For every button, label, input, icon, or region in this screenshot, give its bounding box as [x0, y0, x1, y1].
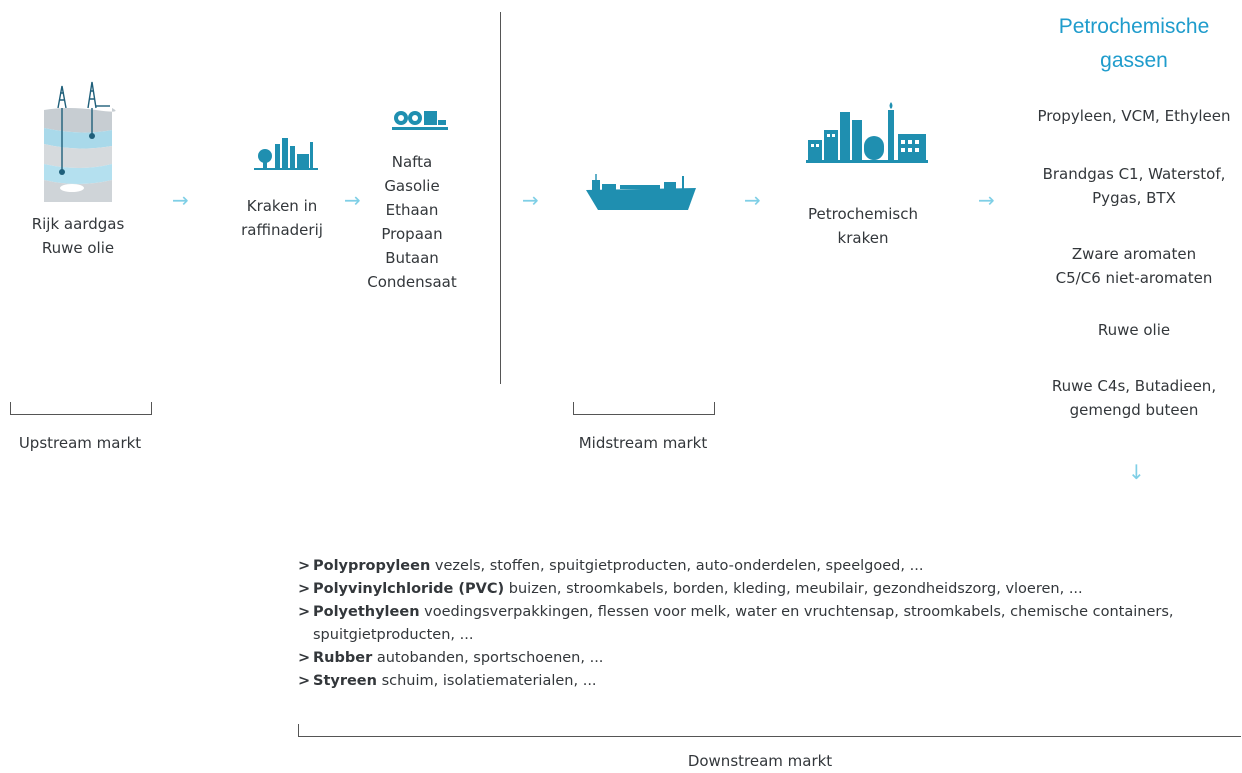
gas-line: C5/C6 niet-aromaten	[1055, 269, 1213, 287]
gas-group: Ruwe C4s, Butadieen, gemengd buteen	[1028, 374, 1240, 422]
flow-arrow-icon: →	[744, 188, 761, 212]
gas-line: Zware aromaten	[1071, 245, 1197, 263]
product-row: >Polyethyleen voedingsverpakkingen, fles…	[298, 601, 1238, 647]
bullet-marker: >	[298, 604, 311, 620]
product-name: Styreen	[313, 673, 377, 689]
product-name: Polypropyleen	[313, 558, 431, 574]
flow-arrow-icon: →	[522, 188, 539, 212]
bullet-marker: >	[298, 673, 311, 689]
source-label: Rijk aardgas Ruwe olie	[0, 212, 156, 260]
bullet-marker: >	[298, 581, 311, 597]
bullet-marker: >	[298, 558, 311, 574]
product-name: Rubber	[313, 650, 373, 666]
upstream-market-label: Upstream markt	[18, 434, 142, 452]
feedstock-item: Nafta	[391, 153, 433, 171]
product-row: >Rubber autobanden, sportschoenen, ...	[298, 647, 1238, 670]
refinery-icon	[254, 134, 318, 170]
feedstock-list: Nafta Gasolie Ethaan Propaan Butaan Cond…	[358, 150, 466, 294]
feedstock-item: Condensaat	[367, 273, 457, 291]
source-line-1: Rijk aardgas	[31, 215, 125, 233]
oil-well-geology-icon	[38, 80, 116, 205]
gas-line: Propyleen, VCM, Ethyleen	[1037, 107, 1231, 125]
feedstock-item: Gasolie	[384, 177, 440, 195]
product-row: >Polyvinylchloride (PVC) buizen, stroomk…	[298, 578, 1238, 601]
gas-line: Ruwe C4s, Butadieen,	[1051, 377, 1217, 395]
cracker-line-2: kraken	[837, 229, 889, 247]
flow-arrow-icon: →	[172, 188, 189, 212]
refinery-label: Kraken in raffinaderij	[226, 194, 338, 242]
gas-group: Propyleen, VCM, Ethyleen	[1028, 104, 1240, 128]
gas-line: gemengd buteen	[1069, 401, 1199, 419]
refinery-line-1: Kraken in	[246, 197, 318, 215]
petrochemical-plant-icon	[806, 100, 928, 164]
cracker-label: Petrochemisch kraken	[788, 202, 938, 250]
product-uses: schuim, isolatiematerialen, ...	[376, 673, 597, 689]
downstream-market-label: Downstream markt	[687, 752, 833, 770]
gas-group: Zware aromaten C5/C6 niet-aromaten	[1028, 242, 1240, 290]
downstream-product-list: >Polypropyleen vezels, stoffen, spuitgie…	[298, 555, 1238, 693]
cracker-line-1: Petrochemisch	[808, 205, 918, 223]
flow-arrow-icon: →	[344, 188, 361, 212]
product-name: Polyethyleen	[313, 604, 420, 620]
gas-line: Brandgas C1, Waterstof,	[1042, 165, 1226, 183]
product-uses: vezels, stoffen, spuitgietproducten, aut…	[430, 558, 924, 574]
product-uses: voedingsverpakkingen, flessen voor melk,…	[313, 604, 1174, 643]
refinery-line-2: raffinaderij	[241, 221, 323, 239]
feedstock-item: Propaan	[381, 225, 443, 243]
gas-group: Brandgas C1, Waterstof, Pygas, BTX	[1028, 162, 1240, 210]
product-row: >Styreen schuim, isolatiematerialen, ...	[298, 670, 1238, 693]
tanker-ship-icon	[584, 170, 700, 212]
gases-title-line-1: Petrochemische	[1058, 15, 1210, 38]
gas-group: Ruwe olie	[1028, 318, 1240, 342]
product-uses: autobanden, sportschoenen, ...	[372, 650, 604, 666]
flow-arrow-icon: →	[978, 188, 995, 212]
down-arrow-icon: ↓	[1128, 460, 1145, 484]
storage-tanks-icon	[392, 108, 448, 132]
upstream-bracket	[10, 402, 152, 415]
feedstock-item: Butaan	[385, 249, 439, 267]
source-line-2: Ruwe olie	[41, 239, 115, 257]
gases-title-line-2: gassen	[1100, 49, 1168, 72]
upstream-midstream-divider	[500, 12, 501, 384]
product-uses: buizen, stroomkabels, borden, kleding, m…	[504, 581, 1083, 597]
downstream-bracket	[298, 724, 1241, 737]
bullet-marker: >	[298, 650, 311, 666]
midstream-bracket	[573, 402, 715, 415]
gas-line: Ruwe olie	[1097, 321, 1171, 339]
product-row: >Polypropyleen vezels, stoffen, spuitgie…	[298, 555, 1238, 578]
feedstock-item: Ethaan	[385, 201, 439, 219]
product-name: Polyvinylchloride (PVC)	[313, 581, 505, 597]
gas-line: Pygas, BTX	[1092, 189, 1176, 207]
gases-title: Petrochemische gassen	[1028, 10, 1240, 78]
midstream-market-label: Midstream markt	[578, 434, 708, 452]
